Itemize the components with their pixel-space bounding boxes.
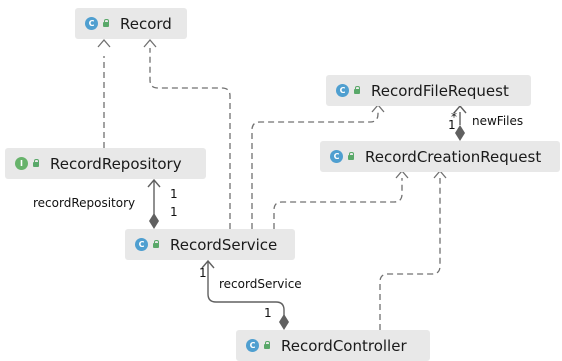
- interface-record-repository[interactable]: I RecordRepository: [5, 148, 206, 179]
- multiplicity-service-target: 1: [199, 266, 207, 280]
- edge-service-to-file-request: [251, 112, 379, 229]
- multiplicity-repository-source: 1: [170, 205, 178, 219]
- arrowhead-record-from-repository: [97, 39, 111, 48]
- lock-icon: [353, 86, 361, 95]
- edge-service-to-creation-request: [273, 178, 403, 229]
- arrowhead-file-request-from-service: [371, 104, 385, 113]
- class-record-controller[interactable]: C RecordController: [236, 330, 430, 361]
- interface-name: RecordRepository: [50, 154, 182, 173]
- lock-icon: [152, 240, 160, 249]
- class-record[interactable]: C Record: [75, 8, 187, 39]
- class-icon: C: [246, 339, 259, 352]
- arrowhead-creation-request-from-service: [395, 170, 409, 179]
- arrowhead-creation-request-from-controller: [433, 170, 447, 179]
- arrowhead-service-from-controller: [201, 259, 215, 269]
- diamond-service-repository: [149, 213, 159, 229]
- class-icon: C: [135, 238, 148, 251]
- edge-label-record-repository: recordRepository: [33, 196, 136, 210]
- diamond-controller-service: [279, 314, 289, 330]
- class-record-service[interactable]: C RecordService: [125, 229, 295, 260]
- class-icon: C: [336, 84, 349, 97]
- class-name: Record: [120, 14, 172, 33]
- lock-icon: [263, 341, 271, 350]
- arrowhead-file-request-from-creation: [453, 104, 467, 114]
- class-record-file-request[interactable]: C RecordFileRequest: [326, 75, 531, 106]
- class-name: RecordController: [281, 336, 407, 355]
- lock-icon: [32, 159, 40, 168]
- interface-icon: I: [15, 157, 28, 170]
- multiplicity-files-target: *: [451, 110, 457, 124]
- edge-label-new-files: newFiles: [472, 114, 524, 128]
- class-record-creation-request[interactable]: C RecordCreationRequest: [320, 141, 560, 172]
- class-icon: C: [330, 150, 343, 163]
- arrowhead-record-from-service: [143, 39, 157, 48]
- class-icon: C: [85, 17, 98, 30]
- lock-icon: [347, 152, 355, 161]
- multiplicity-files-source: 1: [448, 118, 456, 132]
- multiplicity-service-source: 1: [264, 306, 272, 320]
- edge-service-to-record: [149, 48, 231, 229]
- lock-icon: [102, 19, 110, 28]
- edge-controller-to-creation-request: [379, 178, 441, 330]
- multiplicity-repository-target: 1: [170, 187, 178, 201]
- class-name: RecordService: [170, 235, 278, 254]
- diamond-creation-file-request: [455, 125, 465, 141]
- edge-label-record-service: recordService: [219, 277, 302, 291]
- class-name: RecordFileRequest: [371, 81, 509, 100]
- edge-controller-to-service: [207, 262, 285, 316]
- class-name: RecordCreationRequest: [365, 147, 542, 166]
- arrowhead-repository-from-service: [147, 178, 161, 188]
